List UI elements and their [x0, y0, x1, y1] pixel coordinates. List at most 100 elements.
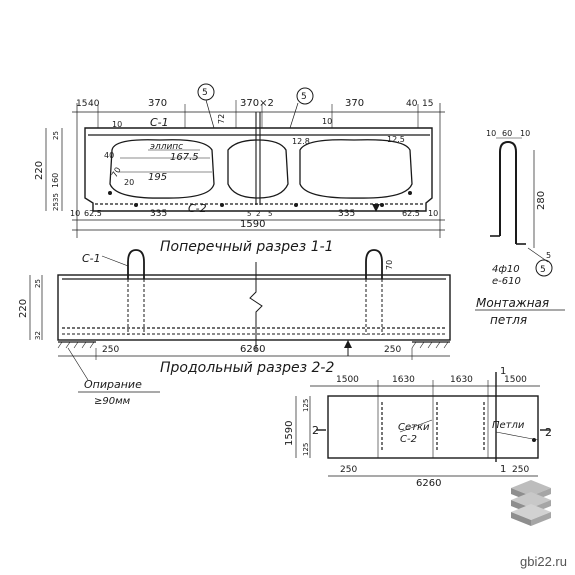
plan-dim-1500-a: 1500 — [336, 375, 359, 385]
dim-62-right: 62.5 — [402, 209, 420, 218]
stack-25b: 25 — [52, 202, 60, 211]
dim-370x2: 370×2 — [240, 98, 274, 109]
dim-335-right: 335 — [338, 209, 355, 219]
plan-width: 1590 — [284, 421, 295, 446]
long-loop-height: 70 — [385, 260, 394, 270]
loop-spec-2: е-610 — [492, 276, 521, 287]
dim-10-right: 10 — [428, 209, 438, 218]
loops-leader — [495, 431, 539, 441]
support-value: ≥90мм — [94, 396, 131, 407]
plan-view — [295, 372, 550, 477]
support-hatch — [57, 341, 95, 349]
plan-left-250: 250 — [340, 465, 357, 475]
plan-left-125a: 125 — [302, 399, 310, 412]
dim-62-left: 62.5 — [84, 209, 102, 218]
mesh-label-top: С-1 — [150, 116, 169, 129]
callout-circle — [296, 87, 314, 105]
longitudinal-section — [29, 249, 451, 393]
watermark-text: gbi22.ru — [520, 554, 567, 569]
dim-15-right: 15 — [422, 99, 433, 109]
void-left — [109, 139, 215, 199]
cross-section — [45, 83, 445, 238]
inner-dim-40: 40 — [104, 151, 114, 160]
logo-icon — [511, 480, 551, 526]
dim-5-b: 5 — [268, 210, 272, 218]
break-line — [249, 262, 263, 352]
lifting-loop-section — [255, 112, 261, 205]
dim-335-left: 335 — [150, 209, 167, 219]
callout-number-2: 5 — [301, 92, 307, 102]
longitudinal-outline — [57, 274, 451, 341]
long-height: 220 — [18, 299, 29, 318]
dim-2-mid: 2 — [256, 210, 260, 218]
ellipse-dim-b: 195 — [148, 172, 167, 183]
plan-dim-1630-a: 1630 — [392, 375, 415, 385]
callout-leader — [205, 99, 215, 129]
plan-left-125b: 125 — [302, 443, 310, 456]
loop-right — [365, 249, 383, 279]
inner-dim-20: 20 — [124, 178, 134, 187]
support-label: Опирание — [84, 378, 142, 391]
loop-callout-circle — [535, 259, 553, 277]
dim-5-a: 5 — [247, 210, 251, 218]
ellipse-label: эллипс — [150, 142, 183, 152]
dim-40-right: 40 — [406, 99, 418, 109]
loop-left — [127, 249, 145, 279]
rebar-right: 12.5 — [387, 135, 405, 144]
dim-15-left: 15 — [76, 99, 87, 109]
rebar-mark-top: 10 — [322, 117, 332, 126]
section-arrow — [372, 204, 380, 212]
support-hatch — [411, 341, 449, 349]
plan-loops-label: Петли — [492, 420, 525, 431]
rebar-mark-mid: 12.8 — [292, 137, 310, 146]
rebar-dot — [294, 203, 298, 207]
cross-section-outline — [84, 127, 433, 212]
loop-title-2: петля — [490, 313, 527, 327]
long-end-left: 250 — [102, 345, 119, 355]
loop-point — [532, 438, 536, 442]
plan-dim-1630-b: 1630 — [450, 375, 473, 385]
mesh-leader — [399, 419, 433, 433]
height-220: 220 — [34, 161, 45, 180]
long-mesh-label: С-1 — [82, 252, 101, 265]
stack-25: 25 — [52, 131, 60, 140]
loop-dim-10b: 10 — [520, 129, 530, 138]
ellipse-dim-a: 167.5 — [170, 152, 199, 163]
lifting-loop-shape — [499, 140, 517, 244]
loop-dim-5: 5 — [546, 251, 551, 260]
long-length: 6260 — [240, 344, 265, 355]
plan-mesh-label-1: Сетки — [398, 422, 430, 433]
plan-section-1-bottom: 1 — [500, 464, 506, 475]
depth-mark: 72 — [217, 114, 226, 124]
rebar-dot — [108, 191, 112, 195]
dim-40-left: 40 — [88, 99, 100, 109]
plan-length: 6260 — [416, 478, 441, 489]
rebar-dot — [220, 203, 224, 207]
stack-160: 160 — [51, 173, 60, 188]
void-right — [299, 139, 413, 199]
stack-35: 35 — [52, 193, 60, 202]
loop-dim-60: 60 — [502, 129, 512, 138]
mesh-leader — [101, 255, 129, 267]
lifting-loop-detail — [475, 137, 565, 311]
rebar-dot — [408, 191, 412, 195]
plan-section-1-top: 1 — [500, 366, 506, 377]
loop-spec-1: 4ф10 — [492, 264, 520, 275]
rebar-dot — [380, 203, 384, 207]
callout-leader — [289, 102, 299, 129]
plan-dim-1500-b: 1500 — [504, 375, 527, 385]
plan-mesh-label-2: С-2 — [400, 434, 417, 445]
callout-number: 5 — [202, 88, 208, 98]
mesh-label-bottom: С-2 — [188, 202, 207, 215]
inner-dim-70: 70 — [110, 166, 123, 179]
cross-section-title: Поперечный разрез 1-1 — [160, 239, 334, 255]
overall-width: 1590 — [240, 219, 265, 230]
rebar-dot — [134, 203, 138, 207]
dim-370-a: 370 — [148, 98, 167, 109]
loop-dim-10a: 10 — [486, 129, 496, 138]
longitudinal-title: Продольный разрез 2-2 — [160, 360, 334, 376]
plan-section-2-left: 2 — [312, 424, 319, 437]
dim-10-left: 10 — [70, 209, 80, 218]
dim-370-c: 370 — [345, 98, 364, 109]
